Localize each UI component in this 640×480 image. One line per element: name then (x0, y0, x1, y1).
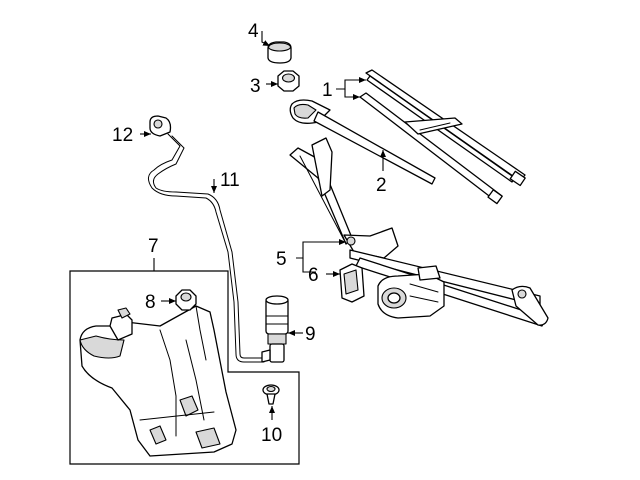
callout-12: 12 (112, 125, 133, 146)
wiper-blade-left (359, 92, 503, 205)
callout-4: 4 (248, 21, 259, 42)
callout-3: 3 (250, 76, 261, 97)
hose-connector (149, 115, 172, 137)
callout-5-leader (296, 239, 346, 259)
reservoir-inset-border (69, 270, 300, 465)
callout-1: 1 (322, 80, 333, 101)
wiper-arm-cap (267, 41, 292, 64)
callout-11: 11 (220, 170, 240, 191)
callout-10: 10 (261, 425, 282, 446)
callout-9: 9 (305, 324, 316, 345)
washer-reservoir (79, 305, 237, 457)
reservoir-grommet (175, 289, 197, 311)
wiper-arm-nut (277, 70, 300, 92)
callout-8: 8 (145, 292, 156, 313)
washer-hose (148, 133, 265, 363)
callout-2: 2 (376, 175, 387, 196)
washer-pump (261, 295, 289, 363)
wiper-arm (289, 99, 436, 185)
callout-5: 5 (276, 249, 287, 270)
callout-1-leader (336, 77, 366, 90)
callout-4-leader (261, 31, 271, 47)
wiper-motor (377, 265, 445, 319)
motor-bracket (339, 263, 365, 303)
reservoir-clip (262, 384, 280, 405)
callout-6: 6 (308, 265, 319, 286)
callout-7: 7 (148, 236, 159, 257)
